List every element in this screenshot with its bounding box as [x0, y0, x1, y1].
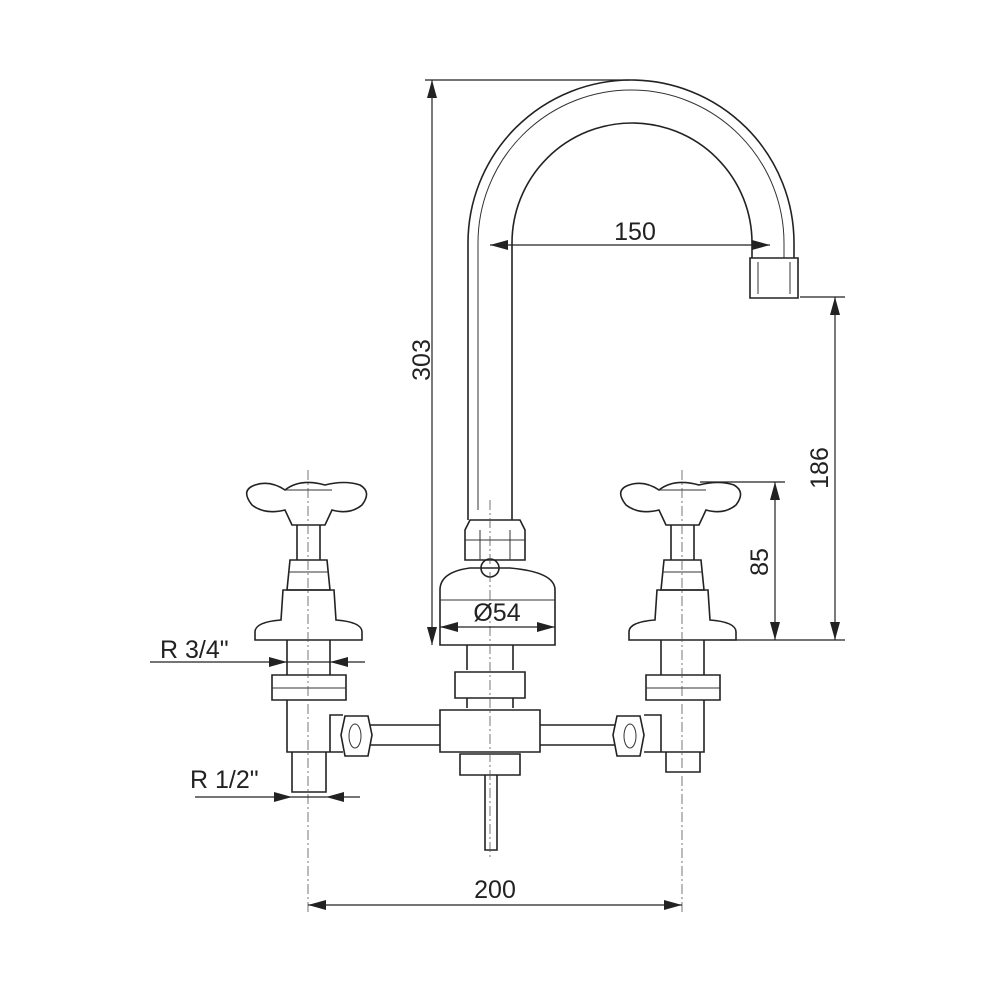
dim-150-label: 150	[614, 218, 656, 246]
thread-1-2-label: R 1/2"	[190, 766, 259, 794]
dimension-lines	[150, 79, 845, 910]
center-lines	[307, 470, 683, 915]
thread-3-4-label: R 3/4"	[160, 636, 229, 664]
right-valve	[619, 481, 742, 773]
supply-pipes	[340, 715, 645, 757]
dim-diameter-label: Ø54	[473, 599, 520, 627]
dim-200-label: 200	[474, 876, 516, 904]
spout-base	[439, 519, 556, 851]
dim-85-label: 85	[746, 548, 774, 576]
left-valve	[245, 481, 368, 793]
dim-186-label: 186	[806, 447, 834, 489]
dim-303-label: 303	[408, 339, 436, 381]
spout	[467, 79, 799, 520]
